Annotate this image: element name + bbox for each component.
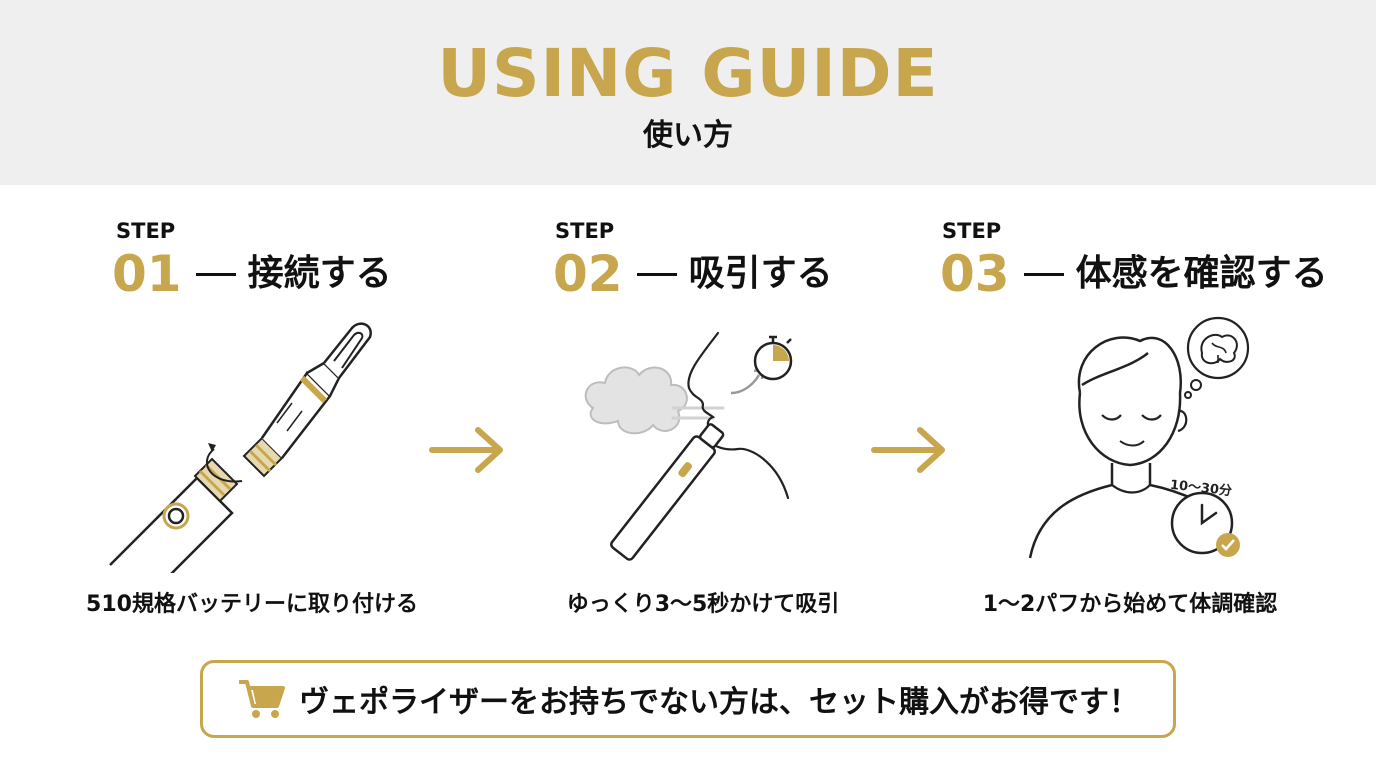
step-heading: 02 吸引する [553,244,833,304]
banner-text: ヴェポライザーをお持ちでない方は、セット購入がお得です！ [299,685,1139,720]
step-label: STEP [116,219,176,243]
step-caption: 1〜2パフから始めて体調確認 [982,592,1278,617]
step-label: STEP [942,219,1002,243]
step-dash [636,272,677,276]
step-title: 接続する [247,253,392,294]
inhale-vapor-icon [584,331,793,561]
arrow-right-icon [871,427,945,473]
step-dash [195,272,236,276]
step-dash [1023,272,1064,276]
person-relax-icon [1028,316,1250,559]
step-03: STEP 03 体感を確認する [940,218,1340,638]
cart-icon [239,680,285,718]
step-number: 02 [553,245,623,303]
person-relax-illustration: 10〜30分 [1020,313,1280,573]
page-subtitle: 使い方 [643,118,733,153]
step-number: 03 [940,245,1010,303]
step-caption: 510規格バッテリーに取り付ける [86,592,418,617]
step-01: STEP 01 接続する 51 [86,218,452,638]
step-02: STEP 02 吸引する ゆっくり3〜5秒かけて吸引 [553,218,873,638]
step-caption: ゆっくり3〜5秒かけて吸引 [566,592,840,617]
step-heading: 03 体感を確認する [940,244,1328,304]
step-label: STEP [555,219,615,243]
step-title: 体感を確認する [1075,253,1328,294]
step-title: 吸引する [688,253,833,294]
arrow-right-icon [429,427,503,473]
step-number: 01 [112,245,182,303]
page-title: USING GUIDE [437,35,939,112]
set-purchase-banner[interactable]: ヴェポライザーをお持ちでない方は、セット購入がお得です！ [200,660,1176,738]
step-heading: 01 接続する [112,244,392,304]
cartridge-battery-icon [109,322,372,573]
header-band: USING GUIDE 使い方 [0,0,1376,185]
